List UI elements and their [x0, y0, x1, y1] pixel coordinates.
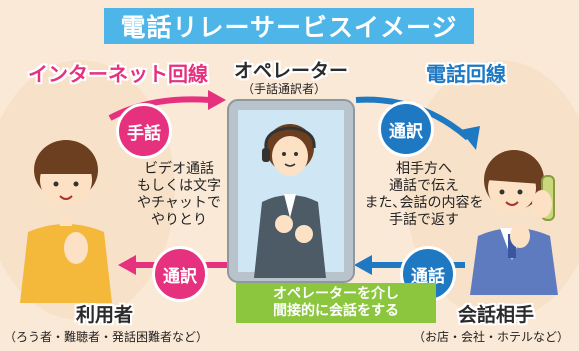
sign-language-bubble: 手話: [116, 103, 172, 159]
left-line-3: やチャットで: [137, 195, 221, 211]
right-description: 相手方へ 通話で伝え また､会話の内容を 手話で返す: [358, 161, 490, 229]
right-line-3: また､会話の内容を: [364, 195, 484, 211]
interpret-top-text: 通訳: [389, 121, 423, 142]
user-label: 利用者: [76, 304, 134, 326]
interpret-top-bubble: 通訳: [378, 101, 434, 157]
user-sublabel: （ろう者・難聴者・発話困難者など）: [4, 330, 209, 344]
right-line-2: 通話で伝え: [389, 178, 459, 194]
partner-sublabel: （お店・会社・ホテルなど）: [413, 330, 570, 344]
interpret-bottom-bubble: 通訳: [152, 246, 208, 302]
arrow-user-to-operator: [108, 96, 211, 121]
partner-label: 会話相手: [458, 304, 535, 326]
operator-sublabel: （手話通訳者）: [242, 82, 327, 96]
left-line-4: やりとり: [151, 212, 207, 228]
partner-figure: [470, 150, 558, 295]
user-figure: [20, 140, 112, 303]
band-line-1: オペレーターを介し: [273, 286, 399, 302]
internet-line-label: インターネット回線: [28, 62, 208, 86]
phone-line-label: 電話回線: [426, 62, 506, 86]
interpret-bottom-text: 通訳: [163, 266, 197, 287]
indirect-conversation-band: オペレーターを介し 間接的に会話をする: [236, 283, 436, 323]
band-line-2: 間接的に会話をする: [273, 303, 399, 319]
left-description: ビデオ通話 もしくは文字 やチャットで やりとり: [124, 161, 234, 229]
right-line-1: 相手方へ: [396, 161, 452, 177]
page-title: 電話リレーサービスイメージ: [104, 8, 474, 44]
operator-label: オペレーター: [234, 60, 349, 82]
right-line-4: 手話で返す: [389, 212, 459, 228]
left-line-1: ビデオ通話: [144, 161, 214, 177]
operator-figure: [254, 124, 326, 278]
left-line-2: もしくは文字: [137, 178, 221, 194]
sign-language-text: 手話: [127, 123, 161, 144]
call-text: 通話: [411, 266, 445, 287]
